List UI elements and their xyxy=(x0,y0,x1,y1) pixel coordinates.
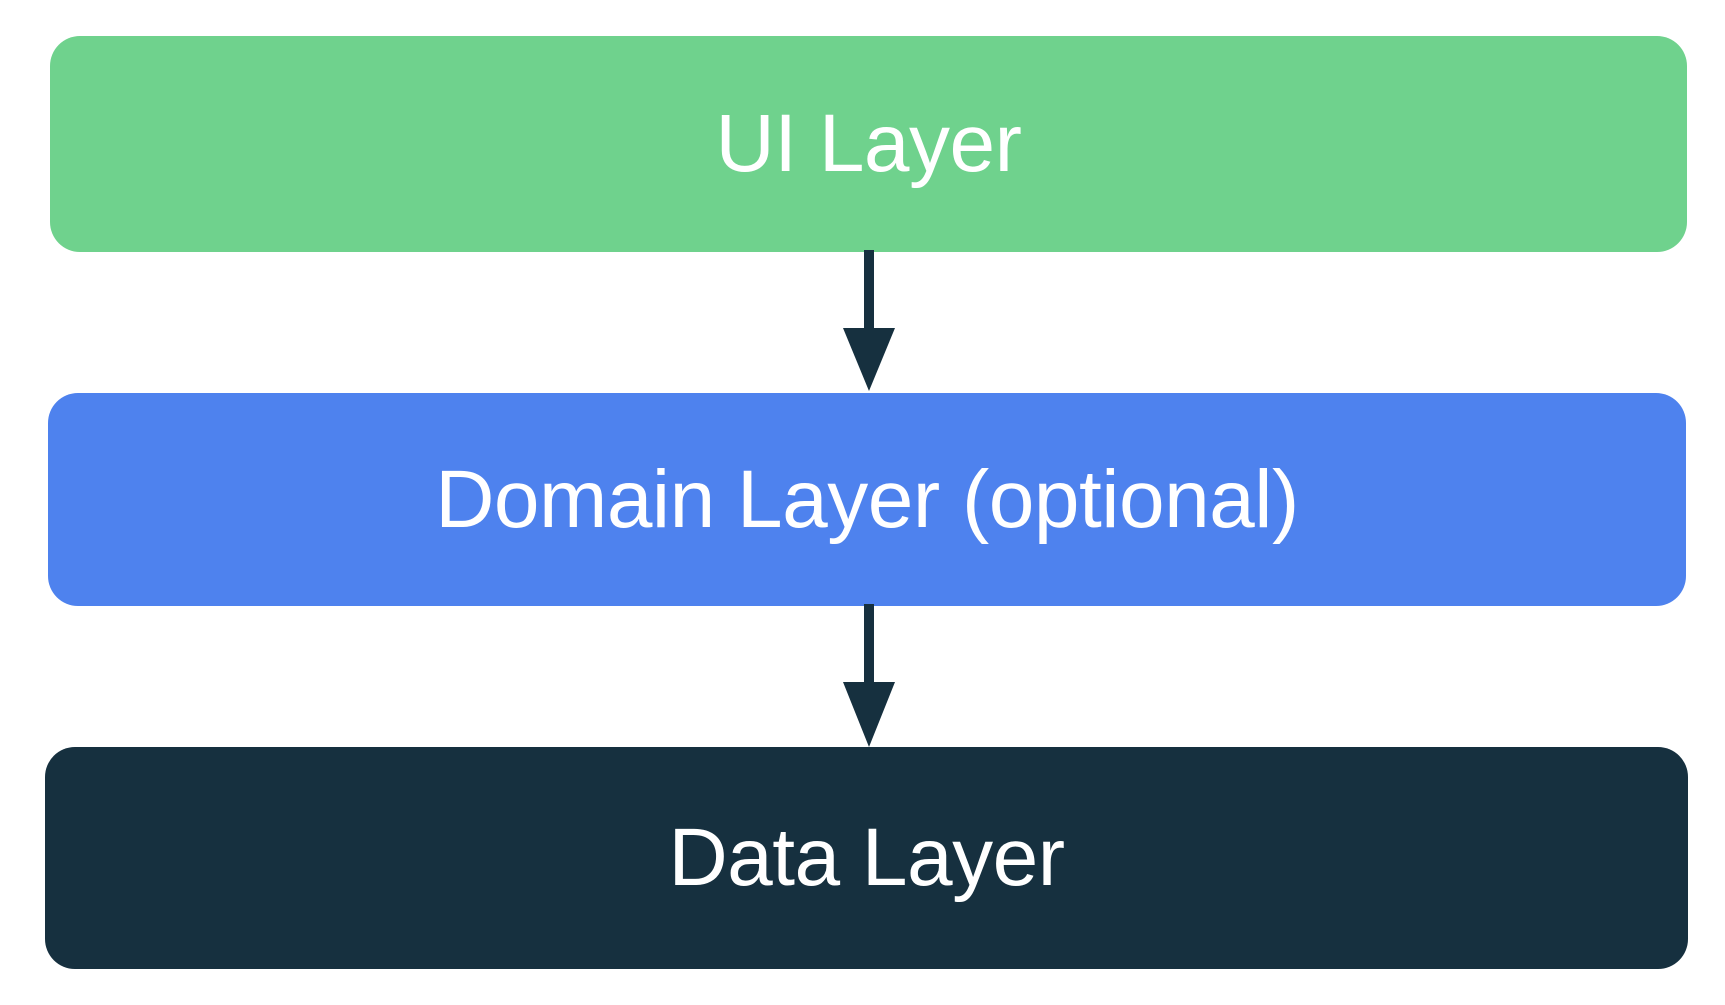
layer-box-ui[interactable]: UI Layer xyxy=(50,36,1687,252)
layer-label-data: Data Layer xyxy=(668,812,1065,903)
arrow-ui-to-domain-icon xyxy=(843,250,895,391)
layer-box-data[interactable]: Data Layer xyxy=(45,747,1688,969)
arrow-domain-to-data-icon xyxy=(843,604,895,747)
layer-label-domain: Domain Layer (optional) xyxy=(435,453,1299,545)
layer-label-ui: UI Layer xyxy=(715,98,1022,189)
layer-box-domain[interactable]: Domain Layer (optional) xyxy=(48,393,1686,606)
